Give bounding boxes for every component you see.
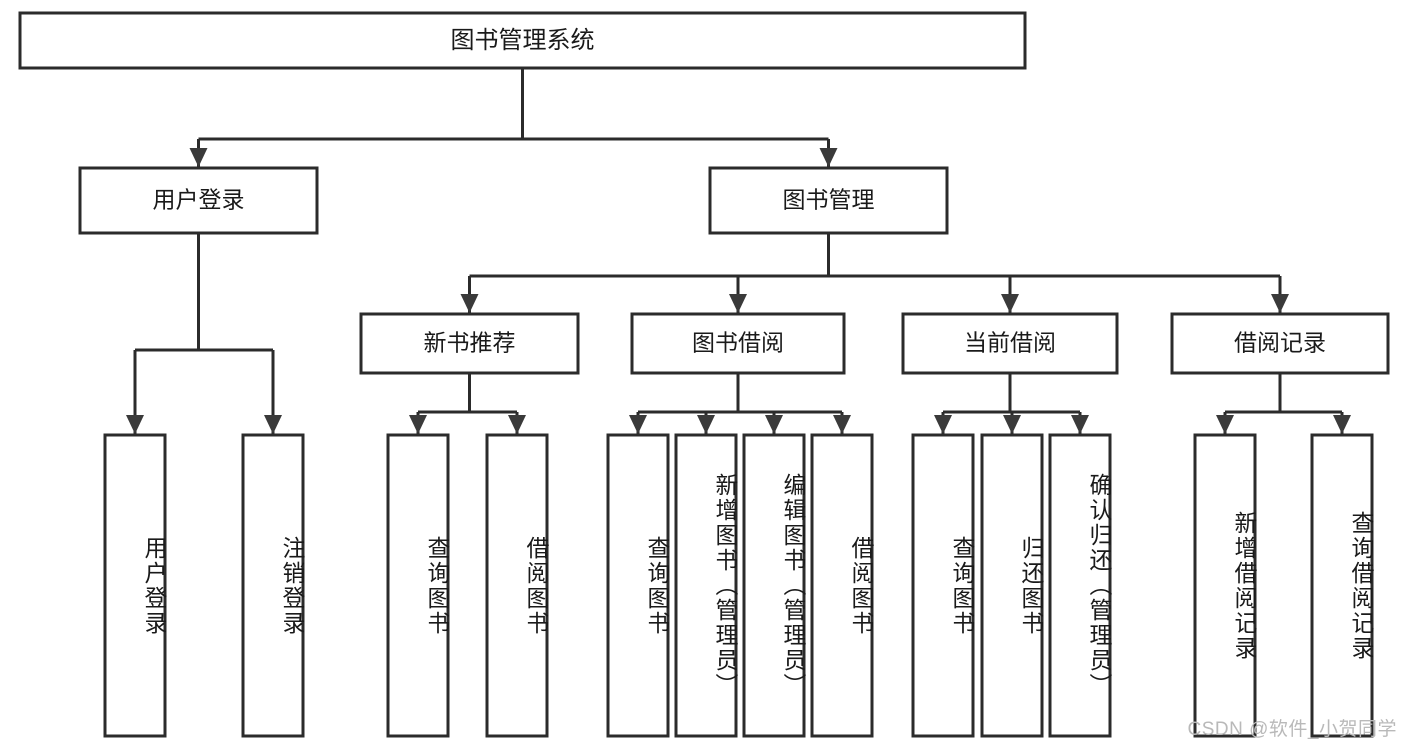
node-box-root[interactable]	[18, 11, 1027, 70]
arrow-head-icon	[1071, 415, 1089, 434]
node-box-borrow-record[interactable]	[1170, 312, 1390, 375]
arrow-head-icon	[934, 415, 952, 434]
watermark-label: CSDN @软件_小贺同学	[1187, 719, 1397, 740]
arrow-head-icon	[460, 294, 479, 313]
arrow-head-icon	[765, 415, 783, 434]
node-box-leaf-query-borrow-record[interactable]	[1310, 433, 1374, 738]
node-box-leaf-logout[interactable]	[241, 433, 305, 738]
node-box-leaf-add-book[interactable]	[674, 433, 738, 738]
arrow-head-icon	[189, 148, 208, 167]
node-box-current-borrow[interactable]	[901, 312, 1119, 375]
node-box-leaf-query-book-borrow[interactable]	[606, 433, 670, 738]
arrow-head-icon	[629, 415, 647, 434]
node-label-borrow-record: 借阅记录	[1234, 330, 1326, 356]
arrow-head-icon	[833, 415, 851, 434]
node-box-leaf-add-borrow-record[interactable]	[1193, 433, 1257, 738]
node-label-book-management: 图书管理	[783, 187, 875, 213]
node-box-user-login[interactable]	[78, 166, 319, 235]
arrow-head-icon	[729, 294, 747, 313]
arrow-head-icon	[264, 415, 282, 434]
arrow-head-icon	[1003, 415, 1021, 434]
node-label-user-login: 用户登录	[153, 187, 245, 213]
node-box-leaf-borrow-book-recommend[interactable]	[485, 433, 549, 738]
node-box-book-management[interactable]	[708, 166, 949, 235]
arrow-head-icon	[1271, 294, 1289, 313]
node-box-new-book-recommend[interactable]	[359, 312, 580, 375]
arrow-head-icon	[1001, 294, 1019, 313]
node-label-root: 图书管理系统	[451, 27, 595, 54]
arrow-head-icon	[508, 415, 526, 434]
arrow-head-icon	[819, 148, 838, 167]
node-box-leaf-return-book[interactable]	[980, 433, 1044, 738]
node-label-book-borrow: 图书借阅	[692, 330, 784, 356]
node-box-leaf-user-login[interactable]	[103, 433, 167, 738]
node-box-leaf-confirm-return[interactable]	[1048, 433, 1112, 738]
node-label-new-book-recommend: 新书推荐	[424, 330, 516, 356]
arrow-head-icon	[697, 415, 715, 434]
arrow-head-icon	[1216, 415, 1234, 434]
node-box-leaf-query-book-recommend[interactable]	[386, 433, 450, 738]
arrow-head-icon	[1333, 415, 1351, 434]
arrow-head-icon	[409, 415, 427, 434]
arrow-head-icon	[126, 415, 144, 434]
node-box-leaf-query-book-current[interactable]	[911, 433, 975, 738]
node-box-book-borrow[interactable]	[630, 312, 846, 375]
edges-layer	[126, 68, 1351, 434]
node-box-leaf-edit-book[interactable]	[742, 433, 806, 738]
node-label-current-borrow: 当前借阅	[964, 330, 1056, 356]
node-box-leaf-borrow-book[interactable]	[810, 433, 874, 738]
